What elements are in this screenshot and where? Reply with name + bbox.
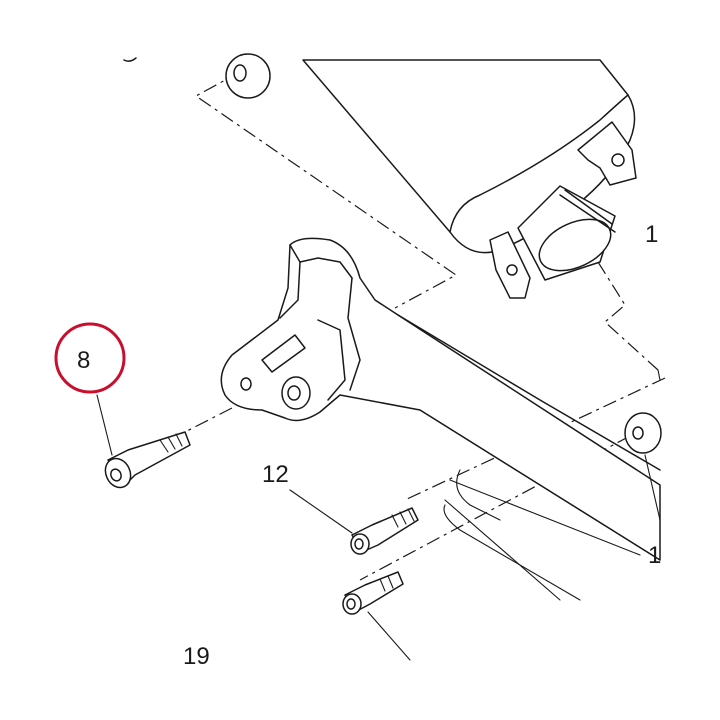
callout-19: 19 [183, 643, 210, 670]
bolt-8 [104, 431, 191, 489]
callout-1-upper: 1 [645, 221, 658, 248]
callout-12: 12 [262, 461, 289, 488]
callout-8: 8 [77, 347, 90, 374]
motor-housing [302, 59, 637, 299]
top-washer [123, 53, 271, 99]
frame-bracket [220, 237, 661, 601]
callout-1-lower: 1 [648, 542, 661, 569]
highlight-circle [54, 322, 126, 394]
right-washer [624, 412, 662, 454]
leader-lines [96, 369, 661, 661]
bolt-lower [342, 571, 404, 615]
bolt-12 [350, 507, 419, 555]
